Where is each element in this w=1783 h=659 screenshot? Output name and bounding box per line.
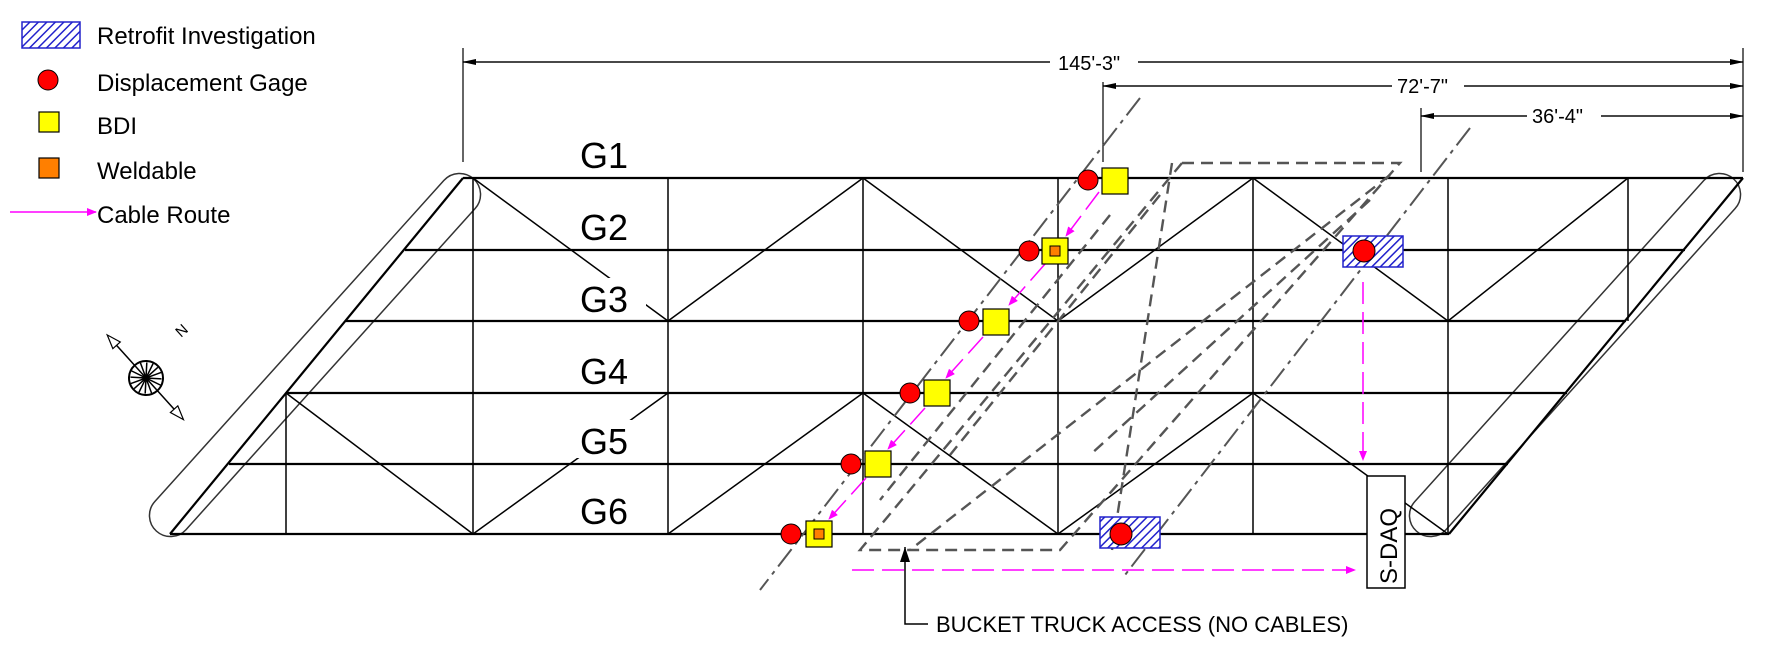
section-centerlines <box>759 97 1471 591</box>
legend-label-bdi: BDI <box>97 113 137 140</box>
weldable-g6 <box>813 528 825 540</box>
displacement-gage-g5 <box>840 453 862 475</box>
north-arrow-icon <box>105 333 185 421</box>
girder-labels: G1 G2 G3 G4 G5 G6 <box>576 134 646 532</box>
displacement-gage-retrofit-g2 <box>1352 239 1376 263</box>
displacement-gage-g4 <box>899 382 921 404</box>
displacement-gage-g6 <box>780 523 802 545</box>
legend-label-weldable: Weldable <box>97 158 197 185</box>
displacement-gages <box>780 169 1376 546</box>
weldable-square-icon <box>38 157 60 179</box>
bdi-g4 <box>923 379 951 407</box>
dimension-half: 72'-7" <box>1397 76 1448 98</box>
displacement-gage-g3 <box>958 310 980 332</box>
displacement-gage-g2 <box>1018 240 1040 262</box>
legend-label-retrofit: Retrofit Investigation <box>97 23 316 50</box>
girder-label-g4: G4 <box>580 351 628 392</box>
dimension-total: 145'-3" <box>1058 53 1120 75</box>
bdi-g1 <box>1101 167 1129 195</box>
girder-label-g1: G1 <box>580 135 628 176</box>
east-abutment <box>1408 172 1742 538</box>
bridge-framing <box>148 172 1744 538</box>
s-daq-label: S-DAQ <box>1376 508 1403 584</box>
displacement-gage-icon <box>37 69 59 91</box>
access-note: BUCKET TRUCK ACCESS (NO CABLES) <box>900 547 1348 637</box>
dimension-quarter: 36'-4" <box>1532 106 1583 128</box>
weldable-g2 <box>1049 245 1061 257</box>
legend-label-displacement-gage: Displacement Gage <box>97 70 308 97</box>
bdi-g5 <box>864 450 892 478</box>
bdi-square-icon <box>38 111 60 133</box>
legend: Retrofit Investigation Displacement Gage… <box>10 21 316 229</box>
retrofit-hatch-icon <box>21 21 81 49</box>
cable-routes <box>828 191 1367 574</box>
north-label: N <box>172 321 191 341</box>
legend-label-cable-route: Cable Route <box>97 202 230 229</box>
weldable-gages <box>813 245 1061 540</box>
access-note-text: BUCKET TRUCK ACCESS (NO CABLES) <box>936 612 1348 637</box>
girder-label-g3: G3 <box>580 279 628 320</box>
s-daq-box: S-DAQ <box>1366 475 1406 589</box>
displacement-gage-retrofit-g6 <box>1109 522 1133 546</box>
bdi-gages <box>805 167 1129 548</box>
girder-label-g5: G5 <box>580 421 628 462</box>
bucket-truck-access-zone <box>857 161 1403 552</box>
bdi-g3 <box>982 308 1010 336</box>
displacement-gage-g1 <box>1077 169 1099 191</box>
girder-label-g6: G6 <box>580 491 628 532</box>
girder-label-g2: G2 <box>580 207 628 248</box>
